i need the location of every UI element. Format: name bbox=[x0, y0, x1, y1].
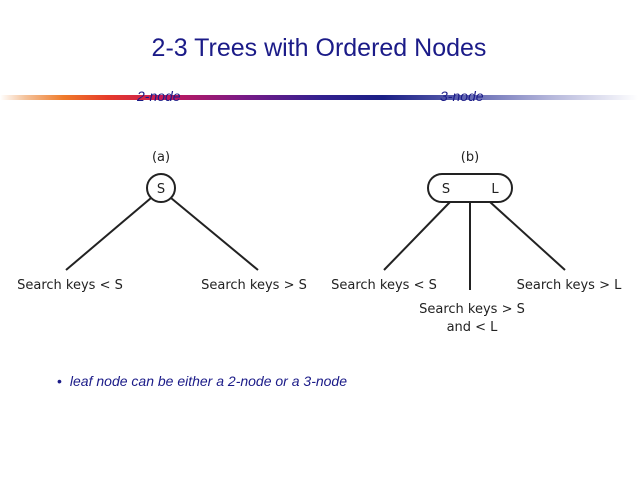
bullet-list: • leaf node can be either a 2-node or a 3… bbox=[57, 373, 347, 389]
diagram-b: (b) S L Search keys < S Search keys > S … bbox=[331, 150, 622, 335]
bullet-dot: • bbox=[57, 373, 62, 389]
three-node-heading: 3-node bbox=[440, 88, 484, 104]
diagram-b-left-child: Search keys < S bbox=[331, 278, 437, 293]
diagram-b-node-key-left: S bbox=[442, 182, 450, 197]
diagram-b-right-edge bbox=[489, 201, 566, 271]
diagram-a-node-key: S bbox=[157, 182, 165, 197]
diagram-a-left-edge bbox=[65, 197, 152, 271]
bullet-text: leaf node can be either a 2-node or a 3-… bbox=[69, 373, 348, 389]
diagram-b-middle-child-line2: and < L bbox=[447, 320, 499, 335]
diagram-b-node-key-right: L bbox=[491, 182, 499, 197]
diagram-b-middle-child-line1: Search keys > S bbox=[419, 302, 525, 317]
diagram-b-label: (b) bbox=[461, 150, 479, 165]
diagram-a-right-child: Search keys > S bbox=[201, 278, 307, 293]
diagram-a-right-edge bbox=[170, 197, 259, 271]
diagram-b-right-child: Search keys > L bbox=[517, 278, 622, 293]
diagram-b-node bbox=[427, 173, 513, 203]
diagram-a: (a) S Search keys < S Search keys > S bbox=[17, 150, 307, 293]
diagram-b-left-edge bbox=[383, 201, 451, 271]
title-underline-bar bbox=[0, 95, 638, 100]
slide-title: 2-3 Trees with Ordered Nodes bbox=[151, 34, 487, 62]
diagram-a-node bbox=[146, 173, 176, 203]
two-node-heading: 2-node bbox=[137, 88, 181, 104]
diagram-a-left-child: Search keys < S bbox=[17, 278, 123, 293]
diagram-a-label: (a) bbox=[152, 150, 170, 165]
